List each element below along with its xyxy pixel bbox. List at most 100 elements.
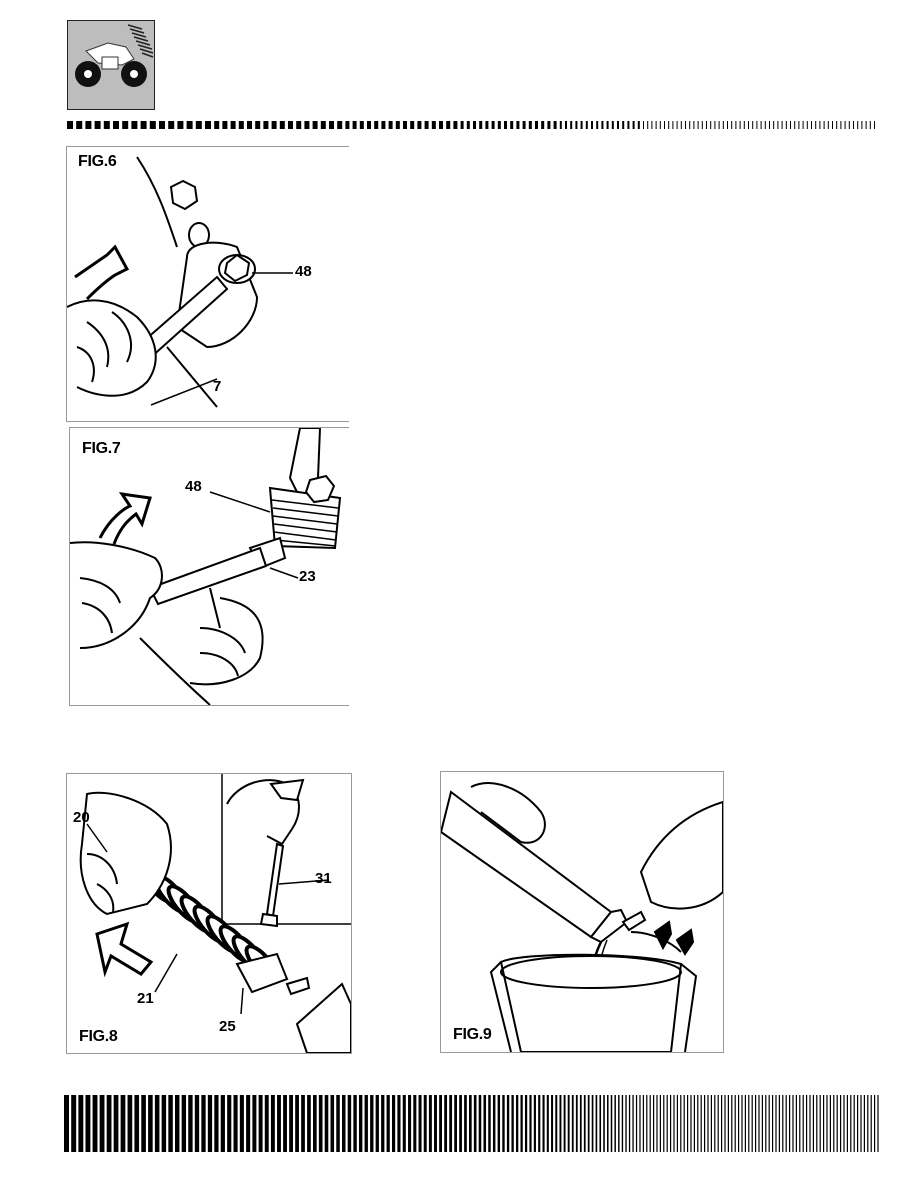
barcode-segment — [419, 1095, 422, 1152]
barcode-segment — [596, 1095, 598, 1152]
divider-segment — [719, 121, 720, 129]
barcode-segment — [277, 1095, 281, 1152]
barcode-segment — [370, 1095, 373, 1152]
divider-segment — [205, 121, 211, 129]
barcode-segment — [534, 1095, 536, 1152]
fig9-title: FIG.9 — [453, 1026, 492, 1044]
barcode-segment — [397, 1095, 400, 1152]
barcode-segment — [762, 1095, 763, 1152]
divider-segment — [296, 121, 301, 129]
barcode-segment — [772, 1095, 773, 1152]
barcode-segment — [864, 1095, 865, 1152]
motorcycle-suspension-icon — [68, 21, 154, 109]
barcode-segment — [629, 1095, 630, 1152]
divider-segment — [710, 121, 711, 129]
barcode-segment — [611, 1095, 613, 1152]
divider-segment — [529, 121, 532, 129]
barcode-segment — [121, 1095, 126, 1152]
divider-segment — [367, 121, 371, 129]
divider-segment — [607, 121, 609, 129]
barcode-segment — [381, 1095, 384, 1152]
divider-segment — [492, 121, 495, 129]
barcode-segment — [741, 1095, 742, 1152]
barcode-segment — [469, 1095, 472, 1152]
barcode-segment — [538, 1095, 540, 1152]
divider-segment — [740, 121, 741, 129]
barcode-segment — [444, 1095, 447, 1152]
divider-segment — [790, 121, 791, 129]
divider-segment — [596, 121, 598, 129]
fig8-callout-20: 20 — [73, 809, 90, 826]
barcode-segment — [319, 1095, 323, 1152]
barcode-segment — [813, 1095, 814, 1152]
barcode-segment — [745, 1095, 746, 1152]
divider-segment — [425, 121, 429, 129]
barcode-segment — [295, 1095, 299, 1152]
barcode-segment — [246, 1095, 250, 1152]
divider-segment — [777, 121, 778, 129]
divider-segment — [723, 121, 724, 129]
divider-segment — [773, 121, 774, 129]
barcode-segment — [520, 1095, 522, 1152]
divider-segment — [866, 121, 867, 129]
divider-segment — [874, 121, 875, 129]
divider-segment — [677, 121, 678, 129]
divider-segment — [853, 121, 854, 129]
divider-segment — [581, 121, 583, 129]
divider-segment — [389, 121, 393, 129]
divider-segment — [803, 121, 804, 129]
barcode-segment — [718, 1095, 719, 1152]
barcode-segment — [755, 1095, 756, 1152]
divider-segment — [643, 121, 644, 129]
barcode-segment — [325, 1095, 329, 1152]
divider-segment — [504, 121, 507, 129]
fig7-title: FIG.7 — [82, 440, 121, 458]
barcode-segment — [162, 1095, 167, 1152]
barcode-segment — [555, 1095, 557, 1152]
divider-segment — [313, 121, 318, 129]
barcode-segment — [542, 1095, 544, 1152]
divider-segment — [485, 121, 488, 129]
barcode-segment — [283, 1095, 287, 1152]
barcode-segment — [731, 1095, 732, 1152]
divider-segment — [304, 121, 309, 129]
divider-segment — [321, 121, 326, 129]
barcode-segment — [424, 1095, 427, 1152]
barcode-segment — [673, 1095, 674, 1152]
fig7-callout-23: 23 — [299, 568, 316, 585]
barcode-segment — [516, 1095, 518, 1152]
barcode-segment — [860, 1095, 861, 1152]
divider-segment — [453, 121, 457, 129]
divider-segment — [714, 121, 715, 129]
barcode-segment — [408, 1095, 411, 1152]
barcode-segment — [365, 1095, 368, 1152]
divider-segment — [67, 121, 73, 129]
barcode-segment — [289, 1095, 293, 1152]
divider-segment — [95, 121, 101, 129]
bottom-divider-bar — [64, 1095, 880, 1152]
barcode-segment — [353, 1095, 356, 1152]
barcode-segment — [877, 1095, 878, 1152]
divider-segment — [461, 121, 464, 129]
barcode-segment — [789, 1095, 790, 1152]
divider-segment — [374, 121, 378, 129]
barcode-segment — [636, 1095, 637, 1152]
barcode-segment — [564, 1095, 566, 1152]
barcode-segment — [792, 1095, 793, 1152]
divider-segment — [612, 121, 614, 129]
divider-segment — [360, 121, 364, 129]
top-divider-bar — [67, 121, 879, 129]
barcode-segment — [847, 1095, 848, 1152]
barcode-segment — [677, 1095, 678, 1152]
barcode-segment — [646, 1095, 647, 1152]
divider-segment — [231, 121, 236, 129]
barcode-segment — [670, 1095, 671, 1152]
divider-segment — [168, 121, 174, 129]
divider-segment — [263, 121, 268, 129]
barcode-segment — [64, 1095, 69, 1152]
divider-segment — [288, 121, 293, 129]
divider-segment — [85, 121, 91, 129]
barcode-segment — [779, 1095, 780, 1152]
barcode-segment — [348, 1095, 351, 1152]
divider-segment — [668, 121, 669, 129]
